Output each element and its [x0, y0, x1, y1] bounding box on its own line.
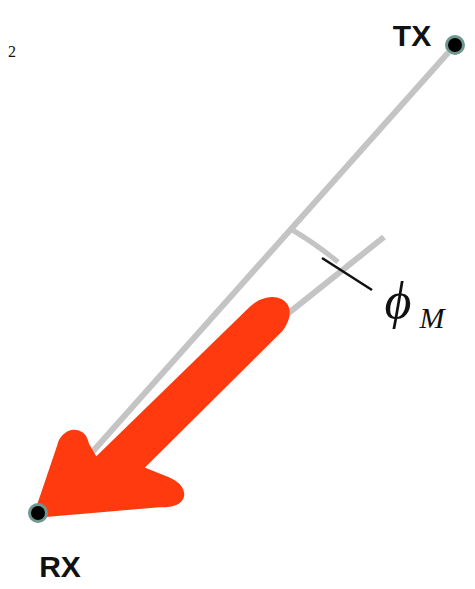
node-circle: [28, 503, 48, 523]
antenna-node: TX: [445, 35, 465, 55]
node-dot: [447, 37, 464, 54]
leader-line: [322, 258, 372, 290]
node-label: TX: [393, 19, 431, 53]
node-label: RX: [39, 550, 81, 584]
angle-label: ϕ: [385, 271, 412, 330]
line-of-sight: [45, 52, 449, 505]
angle-label: M: [420, 301, 445, 335]
node-dot: [30, 505, 47, 522]
radiation-lobe: [34, 298, 289, 517]
node-circle: [445, 35, 465, 55]
angle-label: 2: [8, 43, 16, 61]
angle-arc: [291, 229, 338, 262]
antenna-node: RX: [28, 503, 48, 523]
